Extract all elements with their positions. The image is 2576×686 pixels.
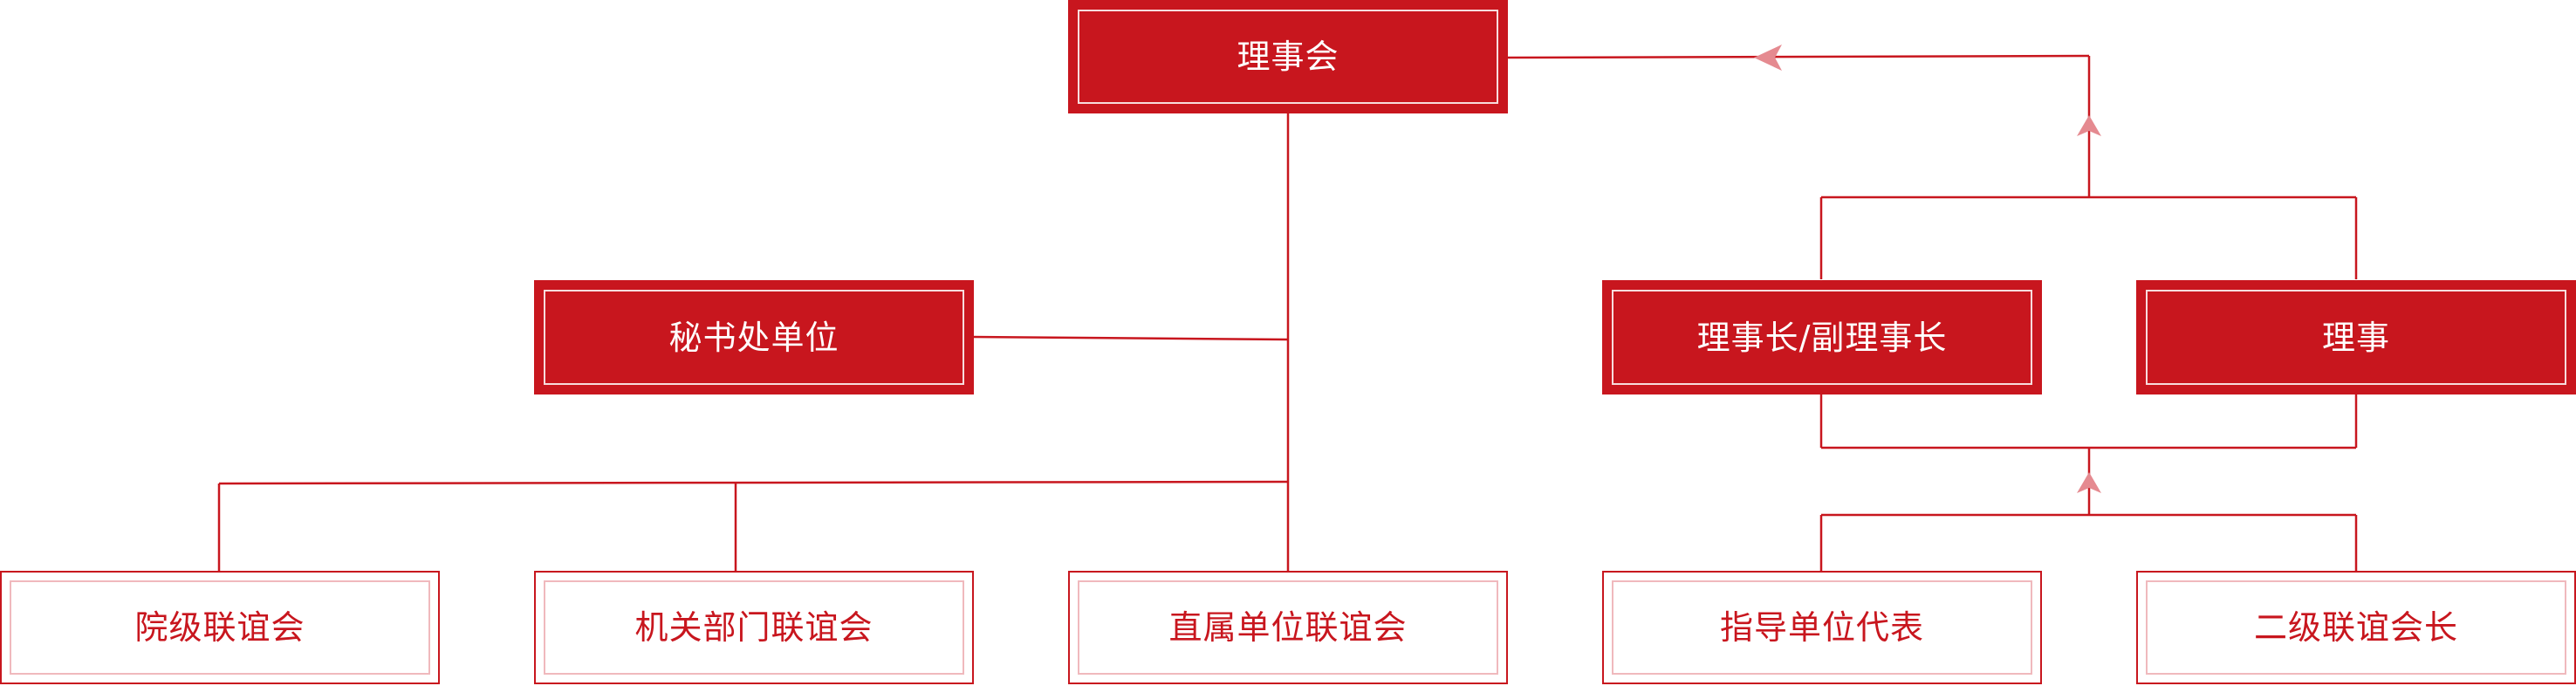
node-president: 理事长/副理事长 [1602, 280, 2042, 394]
node-council: 理事会 [1068, 0, 1508, 113]
node-dept-association-label: 机关部门联谊会 [634, 608, 874, 647]
node-secretariat-label: 秘书处单位 [668, 318, 839, 357]
connector-feedback-horizontal [1505, 54, 2090, 59]
arrow-up-icon [2077, 115, 2101, 136]
node-secondary-head: 二级联谊会长 [2136, 571, 2576, 684]
node-secondary-head-label: 二级联谊会长 [2253, 608, 2458, 647]
node-affiliate-association-label: 直属单位联谊会 [1168, 608, 1408, 647]
node-dept-association: 机关部门联谊会 [534, 571, 974, 684]
node-guiding-rep: 指导单位代表 [1602, 571, 2042, 684]
node-college-association-label: 院级联谊会 [134, 608, 305, 647]
node-director-label: 理事 [2321, 318, 2390, 357]
node-secretariat: 秘书处单位 [534, 280, 974, 394]
arrow-up-icon [2077, 472, 2101, 493]
arrow-left-icon [1754, 45, 1782, 71]
connector-secretariat [971, 335, 1289, 341]
node-president-label: 理事长/副理事长 [1696, 318, 1948, 357]
node-guiding-rep-label: 指导单位代表 [1719, 608, 1924, 647]
connector-bottom-left-bar [218, 480, 1289, 485]
node-director: 理事 [2136, 280, 2576, 394]
node-affiliate-association: 直属单位联谊会 [1068, 571, 1508, 684]
node-council-label: 理事会 [1237, 38, 1339, 76]
node-college-association: 院级联谊会 [0, 571, 440, 684]
